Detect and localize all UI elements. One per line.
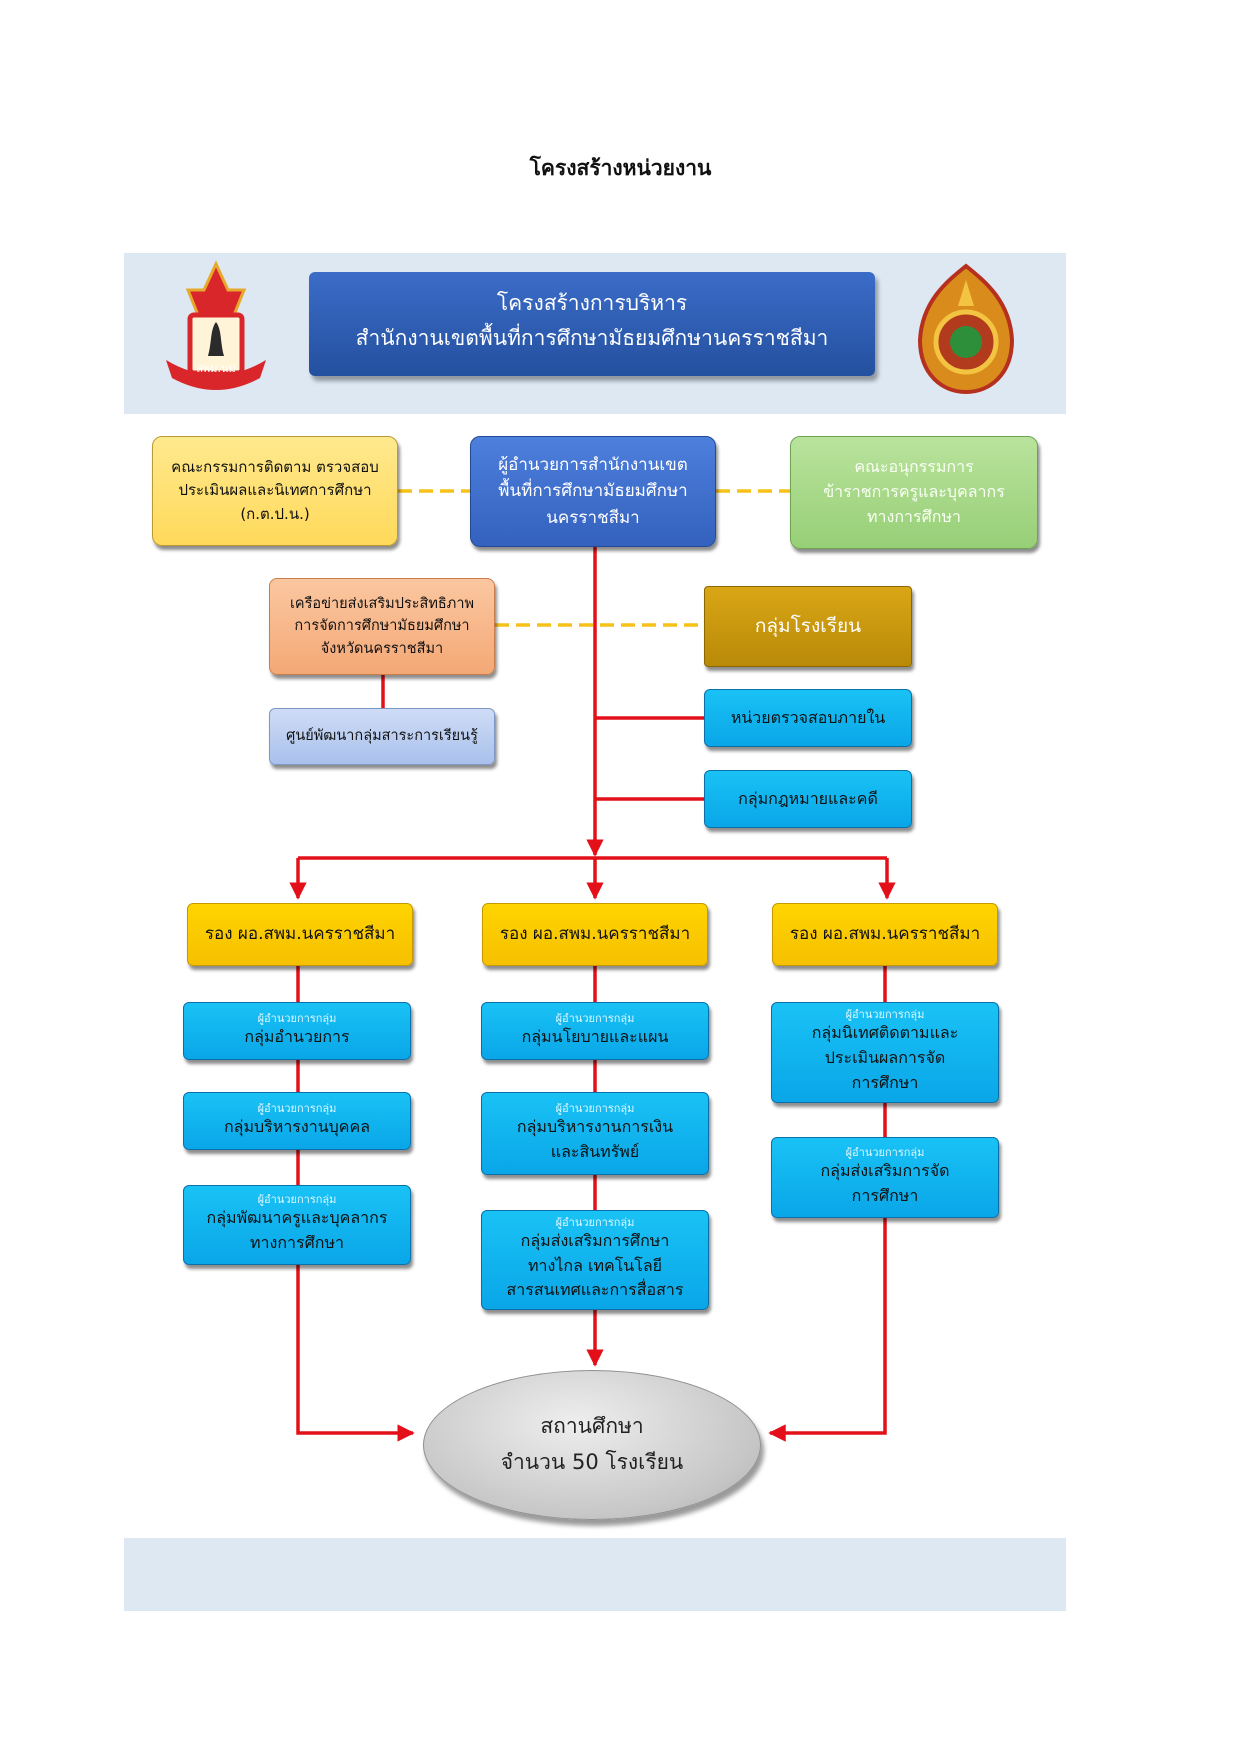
group-label-line-2: ทางการศึกษา <box>250 1233 344 1253</box>
banner-line-1: โครงสร้างการบริหาร <box>496 291 688 315</box>
committee-right-box[interactable]: คณะอนุกรรมการ ข้าราชการครูและบุคลากร ทาง… <box>790 436 1038 549</box>
group-label-line-2: ทางไกล เทคโนโลยี <box>528 1255 662 1275</box>
director-box[interactable]: ผู้อำนวยการสำนักงานเขต พื้นที่การศึกษามั… <box>470 436 716 547</box>
schools-line-1: สถานศึกษา <box>540 1414 644 1439</box>
director-line-3: นครราชสีมา <box>546 507 640 528</box>
internal-audit-label: หน่วยตรวจสอบภายใน <box>730 707 886 727</box>
deputy-box-center[interactable]: รอง ผอ.สพม.นครราชสีมา <box>482 903 708 966</box>
group-head-tag: ผู้อำนวยการกลุ่ม <box>257 1193 337 1207</box>
logo-left-text: สพม.นม <box>196 362 235 375</box>
ministry-emblem-icon <box>917 263 1015 395</box>
group-label-line-1: กลุ่มส่งเสริมการศึกษา <box>520 1230 670 1250</box>
group-label-line-1: กลุ่มพัฒนาครูและบุคลากร <box>206 1208 388 1228</box>
committee-right-line-2: ข้าราชการครูและบุคลากร <box>823 482 1005 502</box>
director-line-2: พื้นที่การศึกษามัธยมศึกษา <box>498 481 688 502</box>
group-label: กลุ่มบริหารงานบุคคล <box>223 1116 370 1136</box>
deputy-label: รอง ผอ.สพม.นครราชสีมา <box>499 924 691 945</box>
group-box-personnel[interactable]: ผู้อำนวยการกลุ่ม กลุ่มบริหารงานบุคคล <box>183 1092 411 1150</box>
deputy-box-right[interactable]: รอง ผอ.สพม.นครราชสีมา <box>772 903 998 966</box>
group-label-line-2: และสินทรัพย์ <box>550 1141 640 1161</box>
director-line-1: ผู้อำนวยการสำนักงานเขต <box>498 454 688 475</box>
group-box-supervision[interactable]: ผู้อำนวยการกลุ่ม กลุ่มนิเทศติดตามและ ประ… <box>771 1002 999 1103</box>
group-label-line-2: การศึกษา <box>851 1185 919 1205</box>
schools-line-2: จำนวน 50 โรงเรียน <box>500 1450 684 1474</box>
committee-right-line-3: ทางการศึกษา <box>867 506 961 526</box>
page-title: โครงสร้างหน่วยงาน <box>529 156 712 180</box>
network-line-2: การจัดการศึกษามัธยมศึกษา <box>294 618 470 635</box>
group-head-tag: ผู้อำนวยการกลุ่ม <box>555 1101 635 1115</box>
school-group-box[interactable]: กลุ่มโรงเรียน <box>704 586 912 667</box>
network-line-1: เครือข่ายส่งเสริมประสิทธิภาพ <box>289 595 475 612</box>
school-group-label: กลุ่มโรงเรียน <box>754 614 862 637</box>
group-head-tag: ผู้อำนวยการกลุ่ม <box>555 1215 635 1229</box>
banner-line-2: สำนักงานเขตพื้นที่การศึกษามัธยมศึกษานครร… <box>355 325 829 350</box>
deputy-box-left[interactable]: รอง ผอ.สพม.นครราชสีมา <box>187 903 413 966</box>
group-label: กลุ่มนโยบายและแผน <box>521 1026 669 1046</box>
group-box-admin[interactable]: ผู้อำนวยการกลุ่ม กลุ่มอำนวยการ <box>183 1002 411 1060</box>
committee-left-box[interactable]: คณะกรรมการติดตาม ตรวจสอบ ประเมินผลและนิเ… <box>152 436 398 546</box>
group-head-tag: ผู้อำนวยการกลุ่ม <box>257 1101 337 1115</box>
committee-left-line-1: คณะกรรมการติดตาม ตรวจสอบ <box>171 458 379 477</box>
red-links <box>289 547 896 1442</box>
committee-right-line-1: คณะอนุกรรมการ <box>854 457 974 477</box>
internal-audit-box[interactable]: หน่วยตรวจสอบภายใน <box>704 689 912 747</box>
group-head-tag: ผู้อำนวยการกลุ่ม <box>257 1011 337 1025</box>
title-banner: โครงสร้างการบริหาร สำนักงานเขตพื้นที่การ… <box>309 272 875 376</box>
group-box-teacher-dev[interactable]: ผู้อำนวยการกลุ่ม กลุ่มพัฒนาครูและบุคลากร… <box>183 1185 411 1265</box>
deputy-label: รอง ผอ.สพม.นครราชสีมา <box>789 924 981 945</box>
group-box-policy[interactable]: ผู้อำนวยการกลุ่ม กลุ่มนโยบายและแผน <box>481 1002 709 1060</box>
group-label-line-1: กลุ่มส่งเสริมการจัด <box>820 1160 950 1180</box>
group-head-tag: ผู้อำนวยการกลุ่ม <box>845 1145 925 1159</box>
deputy-label: รอง ผอ.สพม.นครราชสีมา <box>204 924 396 945</box>
network-box[interactable]: เครือข่ายส่งเสริมประสิทธิภาพ การจัดการศึ… <box>269 578 495 675</box>
group-box-education-promotion[interactable]: ผู้อำนวยการกลุ่ม กลุ่มส่งเสริมการจัด การ… <box>771 1137 999 1218</box>
group-label-line-1: กลุ่มบริหารงานการเงิน <box>516 1116 674 1136</box>
office-logo-icon: สพม.นม <box>166 260 266 390</box>
group-label: กลุ่มอำนวยการ <box>244 1026 350 1046</box>
group-head-tag: ผู้อำนวยการกลุ่ม <box>555 1011 635 1025</box>
group-box-distance-ict[interactable]: ผู้อำนวยการกลุ่ม กลุ่มส่งเสริมการศึกษา ท… <box>481 1210 709 1310</box>
learning-center-box[interactable]: ศูนย์พัฒนากลุ่มสาระการเรียนรู้ <box>269 708 495 765</box>
group-label-line-3: สารสนเทศและการสื่อสาร <box>506 1280 684 1300</box>
learning-center-label: ศูนย์พัฒนากลุ่มสาระการเรียนรู้ <box>286 728 478 745</box>
group-label-line-1: กลุ่มนิเทศติดตามและ <box>811 1023 959 1043</box>
group-label-line-2: ประเมินผลการจัด <box>824 1048 946 1068</box>
group-head-tag: ผู้อำนวยการกลุ่ม <box>845 1008 925 1022</box>
legal-box[interactable]: กลุ่มกฎหมายและคดี <box>704 770 912 828</box>
group-label-line-3: การศึกษา <box>851 1072 919 1092</box>
network-line-3: จังหวัดนครราชสีมา <box>320 640 444 657</box>
footer-panel <box>124 1538 1066 1611</box>
dashed-links <box>398 489 790 627</box>
committee-left-line-3: (ก.ต.ป.น.) <box>240 504 310 523</box>
schools-ellipse[interactable]: สถานศึกษา จำนวน 50 โรงเรียน <box>423 1370 761 1520</box>
committee-left-line-2: ประเมินผลและนิเทศการศึกษา <box>178 481 372 500</box>
group-box-finance[interactable]: ผู้อำนวยการกลุ่ม กลุ่มบริหารงานการเงิน แ… <box>481 1092 709 1175</box>
legal-label: กลุ่มกฎหมายและคดี <box>738 788 878 808</box>
